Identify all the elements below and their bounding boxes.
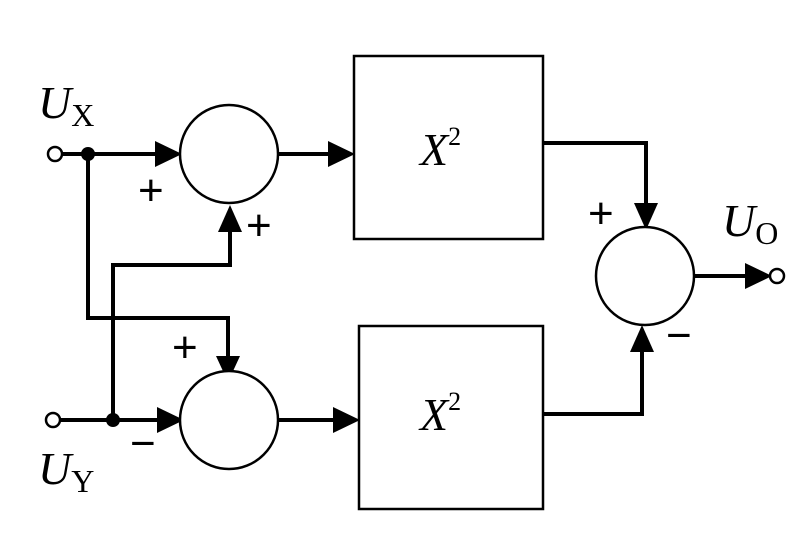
arrowhead-top-into-output-summer — [634, 203, 658, 230]
bottom-summing-junction — [178, 369, 280, 471]
sign-output-top: + — [588, 189, 614, 238]
ux-label: UX — [38, 77, 94, 133]
arrowhead-output — [745, 263, 772, 289]
arrowhead-ux-into-bottom-summer — [216, 356, 240, 382]
top-square-block — [352, 54, 545, 241]
wires — [60, 141, 752, 422]
wire-bottom-square-to-output-summer — [543, 346, 644, 416]
uy-junction-dot — [106, 413, 120, 427]
output-summing-junction — [594, 225, 696, 327]
arrowhead-bottom-into-output-summer — [630, 325, 654, 352]
bottom-square-block — [357, 324, 545, 511]
uy-label: UY — [38, 443, 94, 499]
wire-uy-branch-to-top-summer — [111, 232, 232, 420]
bottom-square-label: X2 — [418, 387, 461, 440]
arrowhead-into-top-square — [328, 141, 355, 167]
sign-bottom-summer-ux: + — [172, 323, 198, 372]
sign-top-summer-ux: + — [138, 166, 164, 215]
output-terminal — [768, 267, 786, 285]
arrowhead-into-bottom-square — [333, 407, 360, 433]
sign-top-summer-uy: + — [246, 201, 272, 250]
sign-output-bottom: − — [666, 311, 692, 360]
top-summing-junction — [178, 103, 280, 205]
arrowhead-uy-into-top-summer — [218, 205, 242, 232]
uy-input-terminal — [44, 411, 62, 429]
arrowheads — [155, 141, 772, 433]
arrowhead-ux-into-top-summer — [155, 141, 182, 167]
ux-input-terminal — [46, 145, 64, 163]
sign-bottom-summer-uy: − — [130, 419, 156, 468]
arrowhead-uy-into-bottom-summer — [157, 407, 184, 433]
wire-ux-branch-to-bottom-summer — [86, 154, 230, 362]
wire-top-square-to-output-summer — [543, 141, 648, 208]
top-square-label: X2 — [418, 122, 461, 175]
output-label: UO — [722, 195, 778, 251]
ux-junction-dot — [81, 147, 95, 161]
